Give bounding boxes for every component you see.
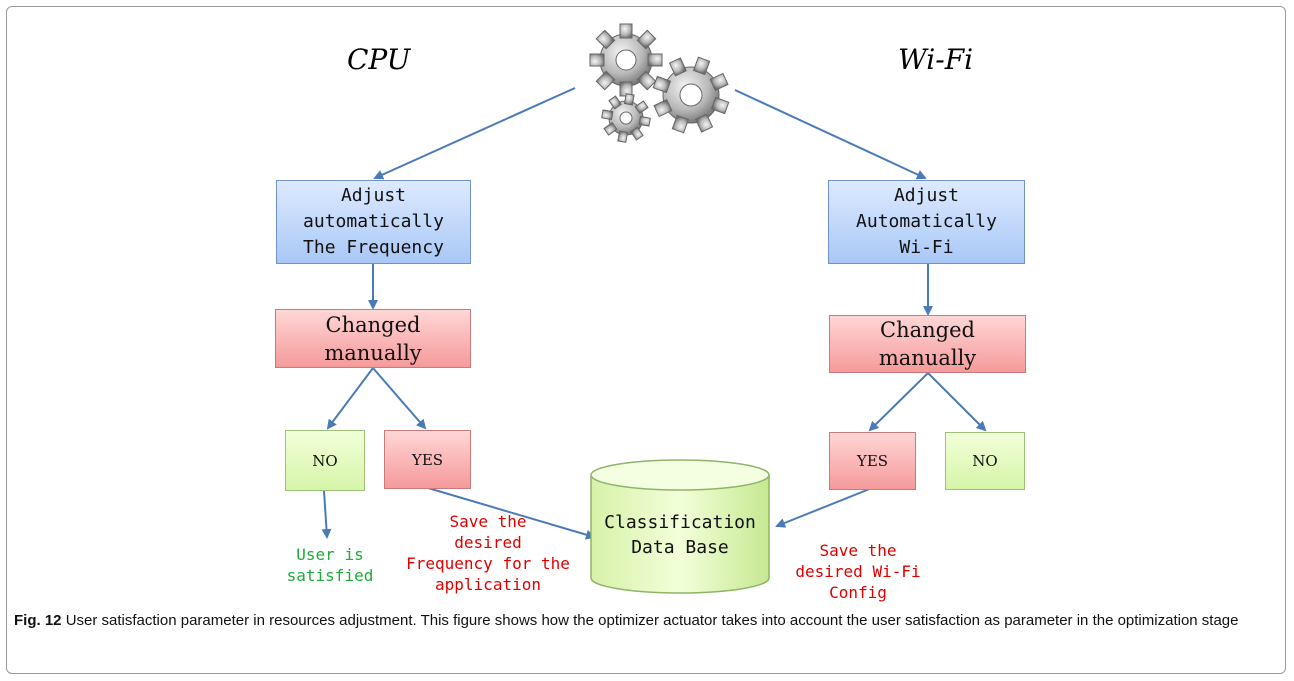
save-wifi-config-note: Save the desired Wi-Fi Config [795,541,921,602]
cpu-changed-box: Changed manually [275,309,471,368]
database-label: Classification Data Base [604,512,756,558]
arrow-gears-to-cpu-adjust [373,87,576,180]
arrow-wifi-yes-to-db [775,487,873,528]
figure-caption: Fig. 12 User satisfaction parameter in r… [14,610,1279,631]
cpu-yes-box: YES [384,430,471,489]
wifi-yes-box: YES [829,432,916,490]
caption-text: User satisfaction parameter in resources… [65,612,1239,629]
gears-icon [589,23,730,143]
figure-frame [6,6,1286,674]
wifi-title: Wi-Fi [898,43,974,76]
save-frequency-note: Save the desired Frequency for the appli… [406,512,570,594]
cpu-no-box: NO [285,430,365,491]
arrow-wifi-changed-to-yes [868,372,929,432]
wifi-adjust-box: Adjust Automatically Wi-Fi [828,180,1025,264]
arrow-cpu-changed-to-no [326,367,374,430]
wifi-changed-box: Changed manually [829,315,1026,373]
caption-label: Fig. 12 [14,612,62,629]
wifi-no-box: NO [945,432,1025,490]
cpu-adjust-box: Adjust automatically The Frequency [276,180,471,264]
arrow-wifi-changed-to-no [927,372,987,432]
arrow-cpu-yes-to-db [427,487,596,540]
arrow-cpu-no-to-satisfied [321,490,332,539]
arrow-cpu-changed-to-yes [372,367,427,430]
cpu-title: CPU [347,43,411,76]
user-satisfied-note: User is satisfied [286,545,374,585]
arrow-gears-to-wifi-adjust [734,89,927,180]
database-cylinder [590,459,770,594]
